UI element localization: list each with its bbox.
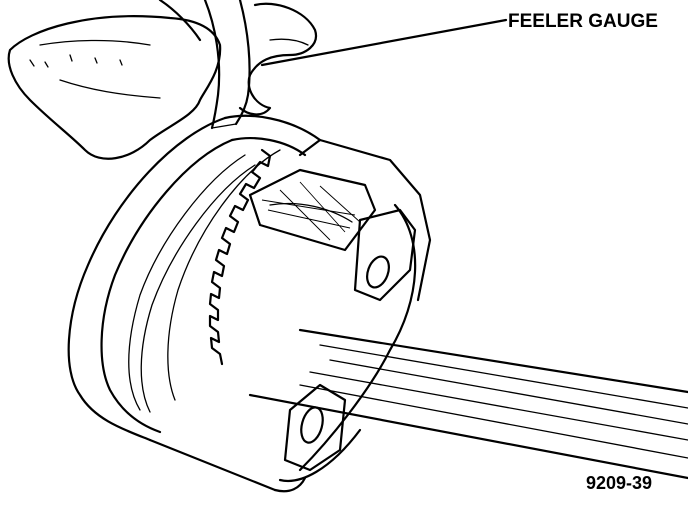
piston-pin-boss-upper <box>366 255 390 289</box>
connecting-rod <box>248 328 688 480</box>
ring-expander-zigzag <box>208 148 272 366</box>
technician-fingers <box>7 0 318 160</box>
piston-pin-boss-lower <box>300 406 324 444</box>
feeler-gauge-leader-line <box>260 18 508 67</box>
feeler-gauge-label: FEELER GAUGE <box>508 11 658 32</box>
figure-number: 9209-39 <box>586 473 652 493</box>
feeler-gauge-blade <box>203 0 251 130</box>
piston-ring <box>67 114 322 493</box>
piston-body <box>248 138 432 482</box>
